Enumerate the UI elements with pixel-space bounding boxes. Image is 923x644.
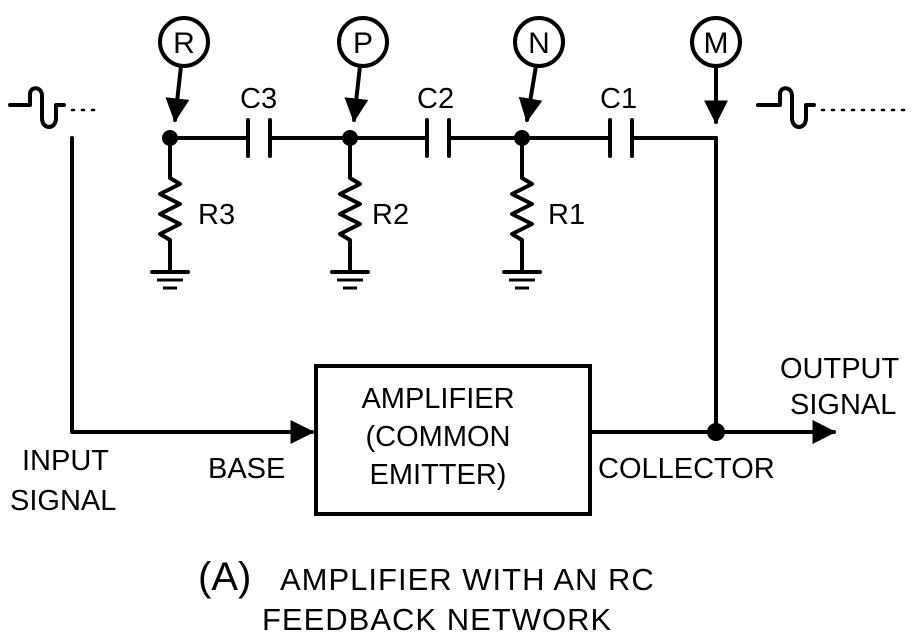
output-signal-label-line2: SIGNAL <box>790 389 896 421</box>
input-signal-label-line2: SIGNAL <box>10 485 116 517</box>
probe-r: R <box>158 16 210 123</box>
resistor-label-r2: R2 <box>372 199 409 231</box>
probe-m: M <box>690 16 742 125</box>
probe-label-p: P <box>353 27 373 60</box>
resistor-r3 <box>158 136 182 274</box>
amplifier-label-line2: (COMMON <box>366 421 511 453</box>
capacitor-c1 <box>608 118 634 158</box>
ground-icon <box>502 270 542 290</box>
amplifier-label-line1: AMPLIFIER <box>361 383 514 415</box>
capacitor-label-c3: C3 <box>240 83 277 115</box>
probe-label-m: M <box>704 27 729 60</box>
input-line <box>70 136 315 444</box>
probe-n: N <box>513 16 565 123</box>
resistor-r2 <box>338 136 362 274</box>
caption-line1: AMPLIFIER WITH AN RC <box>280 562 655 597</box>
collector-label: COLLECTOR <box>598 453 775 485</box>
base-label: BASE <box>208 453 285 485</box>
ground-icon <box>150 270 190 290</box>
capacitor-label-c2: C2 <box>417 83 454 115</box>
input-signal-label-line1: INPUT <box>22 445 109 477</box>
resistor-label-r3: R3 <box>198 199 235 231</box>
probe-label-n: N <box>528 27 550 60</box>
ground-icon <box>330 270 370 290</box>
capacitor-c2 <box>425 118 451 158</box>
input-waveform-icon <box>8 86 102 129</box>
amplifier-label-line3: EMITTER) <box>370 459 507 491</box>
probe-label-r: R <box>173 27 195 60</box>
capacitor-label-c1: C1 <box>600 83 637 115</box>
probe-p: P <box>337 16 389 123</box>
output-signal-label-line1: OUTPUT <box>780 353 900 385</box>
caption-line2: FEEDBACK NETWORK <box>262 602 612 637</box>
output-waveform-icon <box>756 86 910 129</box>
amplifier-block: AMPLIFIER (COMMON EMITTER) <box>314 364 592 516</box>
resistor-r1 <box>510 136 534 274</box>
caption-prefix: (A) <box>198 555 251 599</box>
capacitor-c3 <box>246 118 272 158</box>
resistor-label-r1: R1 <box>548 199 585 231</box>
